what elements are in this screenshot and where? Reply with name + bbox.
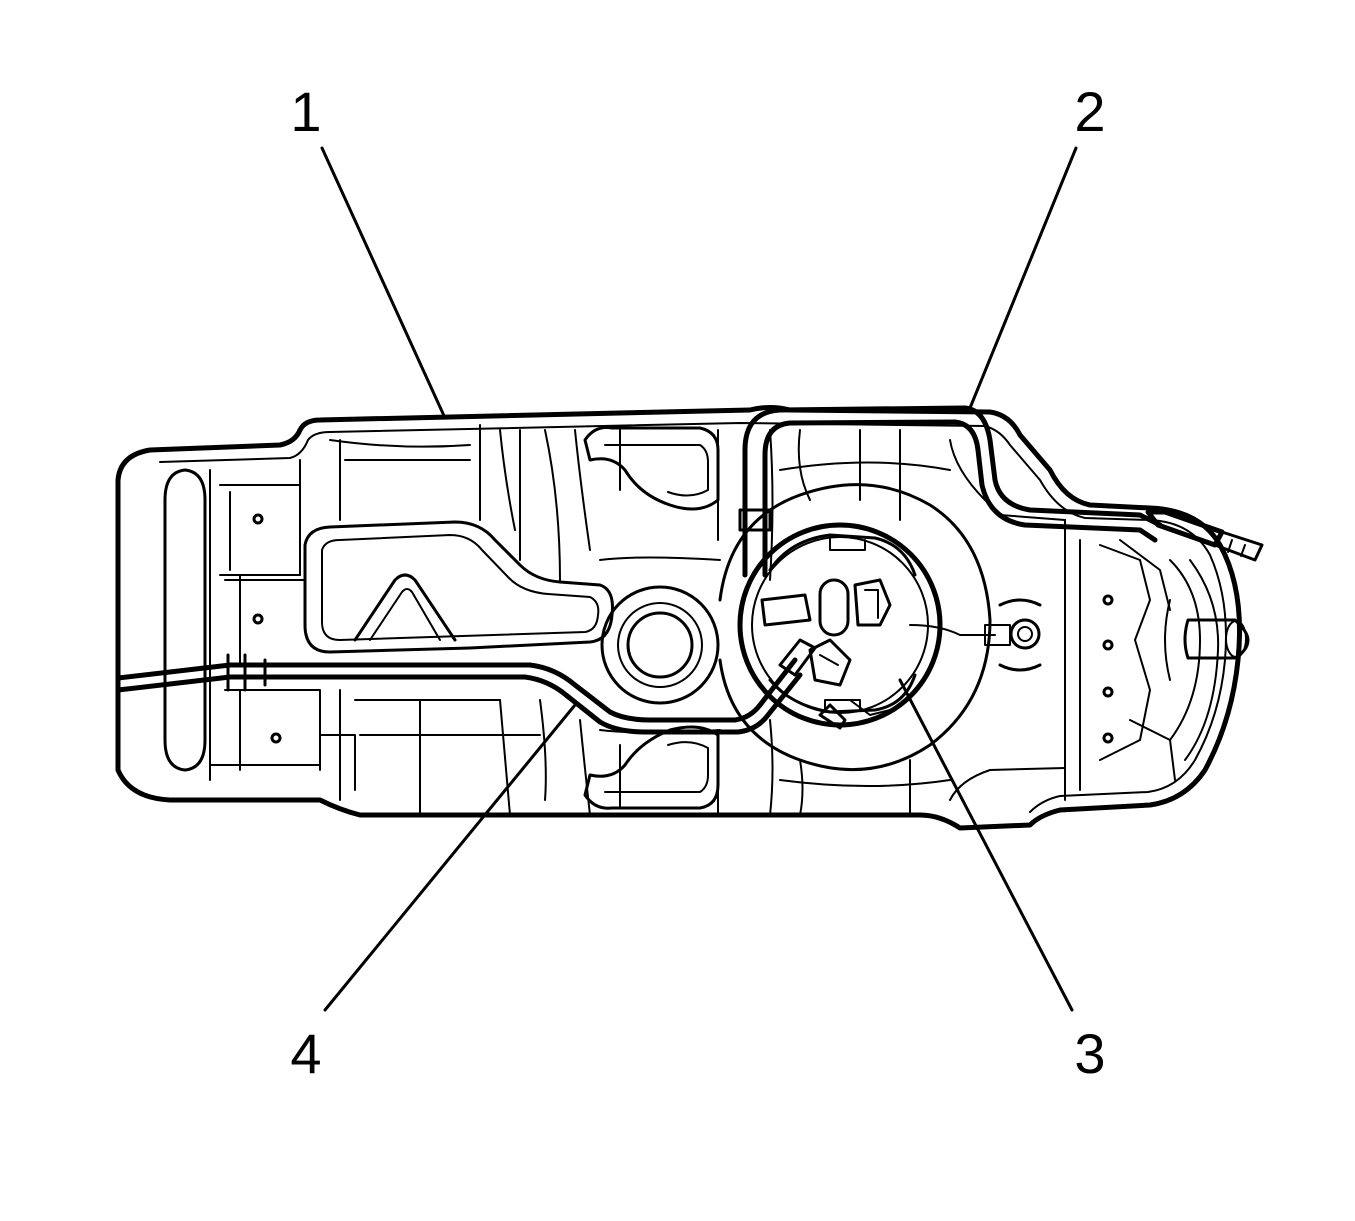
fuel-lines [115,405,1264,735]
sump-mid [617,602,703,688]
baffle-arch [353,573,457,642]
leader-line-4 [323,703,577,1012]
tank-right-section [769,429,1250,816]
fuel-feed-line [115,657,798,723]
mount-hole [1102,686,1114,698]
mount-hole [1102,594,1114,606]
mount-hole [1102,732,1114,744]
mount-hole [270,732,282,744]
callout-label-4: 4 [290,1022,321,1085]
fuel-pump-module [718,483,996,772]
callout-label-3: 3 [1074,1022,1105,1085]
pump-electrical-connector [778,638,817,677]
left-end-cap [163,468,207,772]
callout-label-1: 1 [290,80,321,143]
callout-leaders [320,146,1078,1012]
lower-pocket [583,725,720,810]
pump-lock-ring [737,522,943,728]
leader-line-3 [898,678,1074,1012]
sump-outer [600,585,720,705]
baffle-channel [303,520,614,654]
sump-inner [626,611,694,679]
pump-port [818,578,850,637]
fuel-tank-shell [115,405,1242,831]
mount-hole [252,513,264,525]
mount-hole [252,613,264,625]
fuel-vapor-line [742,405,1163,578]
tank-center-section [303,424,721,816]
callout-labels: 1 2 3 4 [290,80,1105,1085]
vent-valve [1009,618,1041,650]
leader-line-1 [320,146,447,420]
callout-label-2: 2 [1074,80,1105,143]
tank-outline [115,405,1242,831]
leader-line-2 [968,146,1078,410]
tank-left-section [163,459,356,801]
mount-hole [1102,639,1114,651]
tank-inner-rim [159,422,1227,813]
upper-pocket [583,426,720,511]
